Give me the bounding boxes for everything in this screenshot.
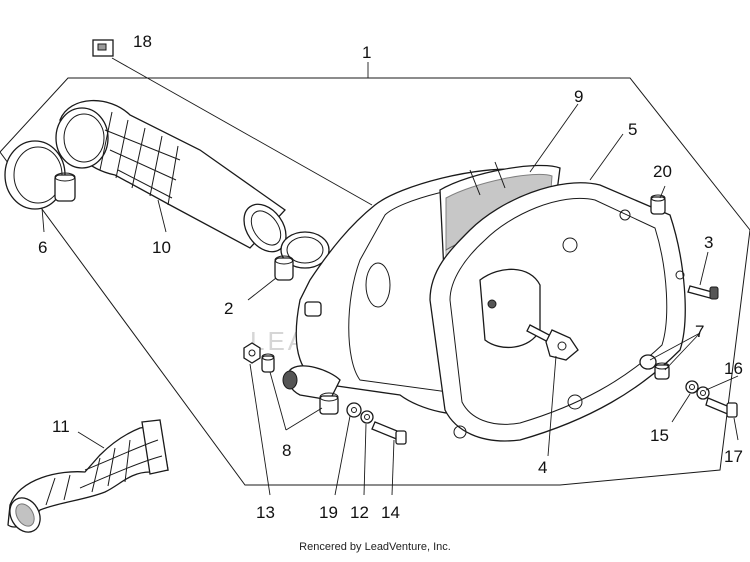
part-hose-clamp-2 <box>274 231 330 281</box>
callout-7: 7 <box>695 322 704 341</box>
part-bolt-17 <box>705 397 738 418</box>
part-damper-20 <box>650 194 666 215</box>
part-collar-8b <box>319 392 339 415</box>
callout-14: 14 <box>381 503 400 522</box>
callout-3: 3 <box>704 233 713 252</box>
part-hose-clamp-6 <box>4 140 76 210</box>
part-knob-bolt-4 <box>526 324 579 361</box>
callout-2: 2 <box>224 299 233 318</box>
part-washer-12 <box>360 410 374 424</box>
part-intake-duct-10 <box>55 99 287 253</box>
callout-12: 12 <box>350 503 369 522</box>
callout-11: 11 <box>52 417 70 436</box>
part-collar-8a <box>261 353 275 373</box>
part-air-cleaner-cover-5 <box>429 182 686 442</box>
callout-13: 13 <box>256 503 275 522</box>
callout-8: 8 <box>282 441 291 460</box>
leader-lines <box>41 57 739 496</box>
part-clip-18 <box>92 39 114 57</box>
callout-9: 9 <box>574 87 583 106</box>
callout-6: 6 <box>38 238 47 257</box>
callout-10: 10 <box>152 238 171 257</box>
part-nut-13 <box>243 342 261 364</box>
callout-19: 19 <box>319 503 338 522</box>
callout-4: 4 <box>538 458 547 477</box>
part-duct-11 <box>7 419 169 533</box>
part-screw-3 <box>687 285 719 300</box>
footer-credit: Rencered by LeadVenture, Inc. <box>299 541 451 553</box>
callout-15: 15 <box>650 426 669 445</box>
callout-labels: 1 2 3 4 5 6 7 8 9 10 11 12 13 14 15 16 1… <box>38 32 743 522</box>
part-washer-16 <box>696 386 710 400</box>
callout-18: 18 <box>133 32 152 51</box>
part-washer-19 <box>346 402 362 418</box>
callout-16: 16 <box>724 359 743 378</box>
callout-20: 20 <box>653 162 672 181</box>
callout-17: 17 <box>724 447 743 466</box>
part-washer-15 <box>685 380 699 394</box>
callout-5: 5 <box>628 120 637 139</box>
part-bolt-14 <box>371 421 407 445</box>
callout-1: 1 <box>362 43 371 62</box>
